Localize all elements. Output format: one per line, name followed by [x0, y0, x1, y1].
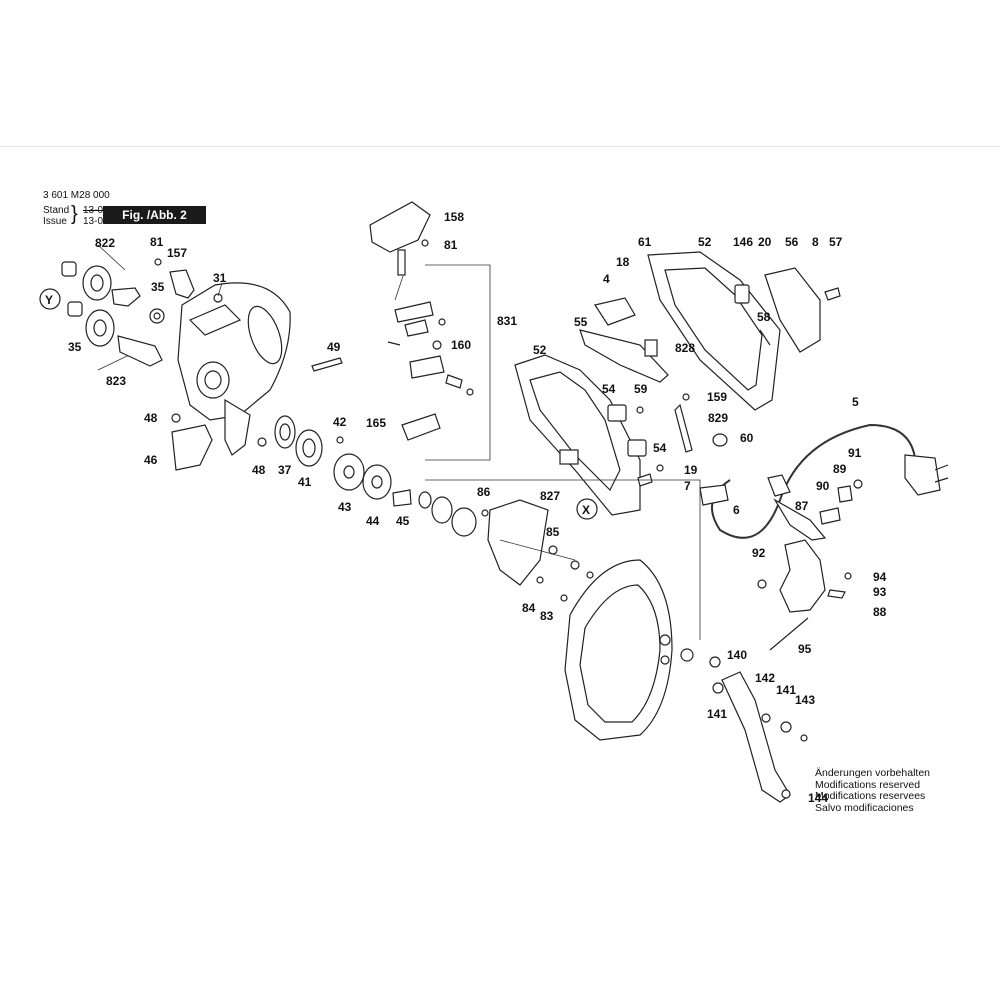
callout-90: 90 [816, 479, 830, 493]
issue-label: Issue [43, 216, 67, 227]
callout-58: 58 [757, 310, 771, 324]
callout-822: 822 [95, 236, 115, 250]
callout-140: 140 [727, 648, 747, 662]
callout-141-left: 141 [707, 707, 727, 721]
callout-35-bottom: 35 [68, 340, 82, 354]
callout-57: 57 [829, 235, 843, 249]
callout-y: Y [45, 293, 53, 307]
callout-52-lower: 52 [533, 343, 547, 357]
guard-group [418, 479, 808, 803]
motor-housing [171, 282, 412, 507]
part-number: 3 601 M28 000 [43, 190, 110, 201]
note-es: Salvo modificaciones [815, 801, 914, 814]
callout-157: 157 [167, 246, 187, 260]
callout-41: 41 [298, 475, 312, 489]
callout-92: 92 [752, 546, 766, 560]
callout-146: 146 [733, 235, 753, 249]
note-fr: Modifications reservees [815, 790, 926, 803]
stand-value: 13-08 [83, 205, 109, 216]
callout-160: 160 [451, 338, 471, 352]
switch-assembly [369, 201, 491, 461]
callout-42: 42 [333, 415, 347, 429]
note-de: Änderungen vorbehalten [815, 767, 931, 779]
callout-49: 49 [327, 340, 341, 354]
callout-7: 7 [684, 479, 691, 493]
callout-93: 93 [873, 585, 887, 599]
callout-89: 89 [833, 462, 847, 476]
callout-46: 46 [144, 453, 158, 467]
callout-37: 37 [278, 463, 292, 477]
callout-143: 143 [795, 693, 815, 707]
callout-827: 827 [540, 489, 560, 503]
page-top-divider [0, 146, 1000, 147]
handle-group [514, 251, 841, 516]
callout-83: 83 [540, 609, 554, 623]
callout-48-right: 48 [252, 463, 266, 477]
callout-8: 8 [812, 235, 819, 249]
callout-60: 60 [740, 431, 754, 445]
callout-19: 19 [684, 463, 698, 477]
callout-56: 56 [785, 235, 799, 249]
callout-88: 88 [873, 605, 887, 619]
callout-828: 828 [675, 341, 695, 355]
callout-18: 18 [616, 255, 630, 269]
callout-44: 44 [366, 514, 380, 528]
callout-labels: 822 81 157 31 Y 35 35 823 49 48 46 48 37… [39, 210, 887, 805]
callout-54-top: 54 [602, 382, 616, 396]
callout-831: 831 [497, 314, 517, 328]
callout-81-top: 81 [444, 238, 458, 252]
header-brace: } [71, 203, 78, 225]
callout-165: 165 [366, 416, 386, 430]
callout-59: 59 [634, 382, 648, 396]
stand-label: Stand [43, 205, 70, 216]
callout-55: 55 [574, 315, 588, 329]
callout-31: 31 [213, 271, 227, 285]
callout-y-circle [39, 288, 61, 310]
callout-158: 158 [444, 210, 464, 224]
callout-86: 86 [477, 485, 491, 499]
callout-54-bottom: 54 [653, 441, 667, 455]
callout-81: 81 [150, 235, 164, 249]
callout-61: 61 [638, 235, 652, 249]
callout-91: 91 [848, 446, 862, 460]
callout-159: 159 [707, 390, 727, 404]
callout-6: 6 [733, 503, 740, 517]
callout-45: 45 [396, 514, 410, 528]
callout-x-circle [576, 498, 598, 520]
callout-20: 20 [758, 235, 772, 249]
callout-94: 94 [873, 570, 887, 584]
armature-group [61, 244, 195, 371]
callout-4: 4 [603, 272, 610, 286]
callout-85: 85 [546, 525, 560, 539]
cable-group [699, 423, 949, 651]
callout-84: 84 [522, 601, 536, 615]
callout-35-top: 35 [151, 280, 165, 294]
callout-95: 95 [798, 642, 812, 656]
callout-144: 144 [808, 791, 828, 805]
callout-87: 87 [795, 499, 809, 513]
callout-823: 823 [106, 374, 126, 388]
callout-52-top: 52 [698, 235, 712, 249]
callout-43: 43 [338, 500, 352, 514]
callout-48-left: 48 [144, 411, 158, 425]
callout-829: 829 [708, 411, 728, 425]
callout-x: X [582, 503, 590, 517]
callout-142: 142 [755, 671, 775, 685]
modification-notes: Änderungen vorbehalten Modifications res… [815, 767, 931, 814]
figure-label: Fig. /Abb. 2 [103, 206, 206, 224]
callout-5: 5 [852, 395, 859, 409]
callout-141-right: 141 [776, 683, 796, 697]
note-en: Modifications reserved [815, 778, 921, 791]
